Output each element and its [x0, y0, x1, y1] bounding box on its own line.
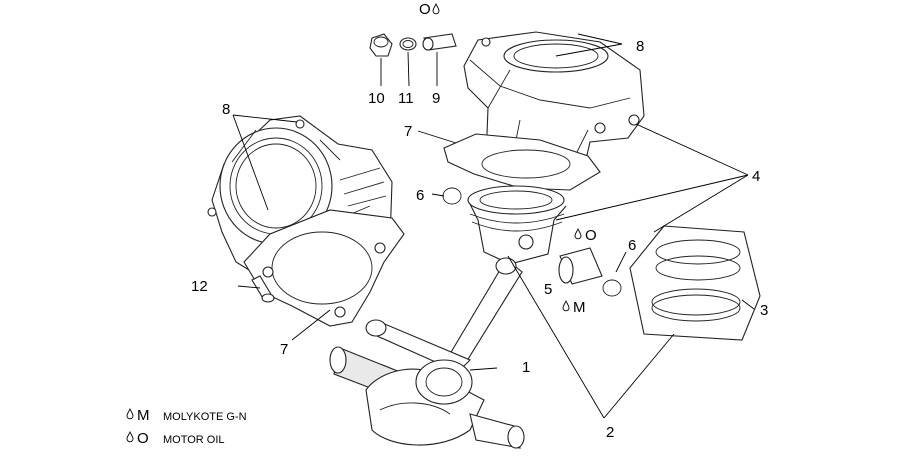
oil-drop-icon [562, 300, 570, 312]
svg-text:MOTOR OIL: MOTOR OIL [163, 434, 225, 446]
dowel-bush [422, 33, 457, 51]
cylinder-gasket [443, 133, 601, 191]
circlip-left [442, 187, 462, 205]
lube-mark-top: O [419, 1, 440, 18]
callout-11: 11 [398, 90, 414, 107]
o-ring [399, 37, 417, 51]
circlip-right [602, 279, 622, 297]
callout-3: 3 [760, 302, 768, 319]
tensioner-plug [369, 33, 393, 57]
svg-text:MOLYKOTE G-N: MOLYKOTE G-N [163, 411, 247, 423]
lube-mark-pin: M [562, 299, 586, 316]
lube-mark-piston: O [574, 227, 597, 244]
callout-10: 10 [368, 90, 385, 107]
svg-text:O: O [137, 430, 149, 447]
oil-drop-icon [126, 408, 134, 420]
callouts: 8 8 10 11 9 7 6 6 4 3 5 12 7 1 2 [191, 38, 768, 441]
crankshaft-assembly [329, 257, 525, 449]
lubricant-legend: M MOLYKOTE G-N O MOTOR OIL [126, 407, 247, 447]
callout-6-left: 6 [416, 187, 424, 204]
callout-5: 5 [544, 281, 552, 298]
svg-text:M: M [137, 407, 150, 424]
stud-bolt [251, 275, 275, 303]
callout-8-left: 8 [222, 101, 230, 118]
piston-pin [558, 247, 603, 285]
oil-drop-icon [126, 431, 134, 443]
callout-4: 4 [752, 168, 760, 185]
callout-2: 2 [606, 424, 614, 441]
legend-item-molykote: M MOLYKOTE G-N [126, 407, 247, 424]
callout-7-top: 7 [404, 123, 412, 140]
leader-lines [232, 33, 755, 419]
legend-item-motor-oil: O MOTOR OIL [126, 430, 225, 447]
piston [467, 185, 567, 265]
base-gasket [243, 209, 405, 327]
callout-6-right: 6 [628, 237, 636, 254]
callout-1: 1 [522, 359, 530, 376]
svg-text:O: O [585, 227, 597, 244]
callout-8-right: 8 [636, 38, 644, 55]
callout-9: 9 [432, 90, 440, 107]
oil-drop-icon [574, 228, 582, 240]
oil-drop-icon [432, 3, 440, 15]
callout-7-bottom: 7 [280, 341, 288, 358]
svg-text:O: O [419, 1, 431, 18]
svg-text:M: M [573, 299, 586, 316]
callout-12: 12 [191, 278, 208, 295]
piston-rings [629, 225, 761, 341]
